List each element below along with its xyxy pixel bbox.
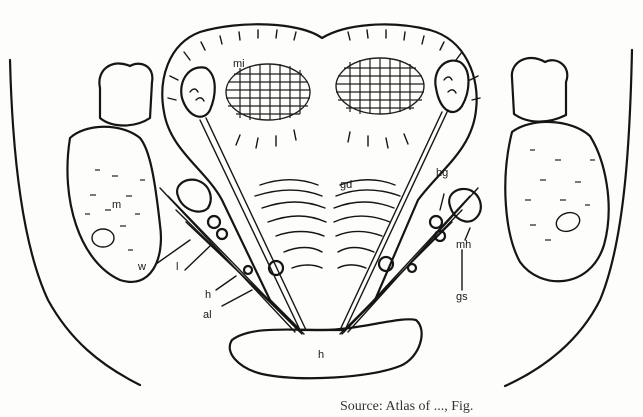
label-w: w xyxy=(137,261,146,273)
left-gland xyxy=(181,67,215,116)
label-gs: gs xyxy=(456,291,468,303)
label-mh: mh xyxy=(456,239,471,251)
gd-curves xyxy=(255,180,400,268)
label-al: al xyxy=(203,309,212,321)
label-gd: gd xyxy=(340,179,352,191)
hyoid-bone xyxy=(230,319,422,378)
label-hg: hg xyxy=(436,167,448,179)
label-l: l xyxy=(176,261,178,273)
label-h-center: h xyxy=(318,349,324,361)
right-molar xyxy=(505,58,608,281)
left-molar xyxy=(67,63,160,281)
label-h-small: h xyxy=(205,289,211,301)
caption: Source: Atlas of ..., Fig. xyxy=(340,399,473,414)
label-mi: mi xyxy=(233,58,245,70)
right-jaw-outline xyxy=(505,50,632,386)
right-gland xyxy=(435,61,468,112)
mi-region-left xyxy=(226,64,310,120)
label-m: m xyxy=(112,199,121,211)
mi-region-right xyxy=(336,58,424,114)
